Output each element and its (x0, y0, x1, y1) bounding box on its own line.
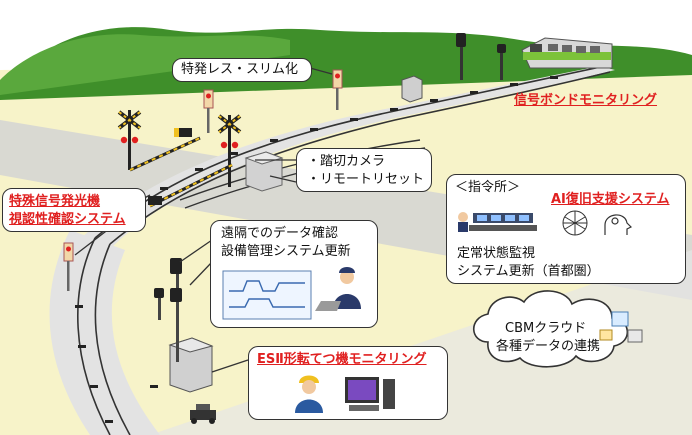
point-machine-icon (190, 404, 216, 424)
control-desk-icon (458, 212, 537, 232)
rail (94, 65, 606, 239)
rail (109, 71, 611, 245)
special-signal-icon (63, 69, 343, 291)
callout-es2-monitoring: ESⅡ形転てつ機モニタリング (248, 346, 448, 420)
signal-icon (456, 33, 506, 80)
remote-data-label-line2: 設備管理システム更新 (221, 244, 351, 259)
signal-bond-monitoring-label: 信号ボンドモニタリング (514, 93, 658, 108)
command-center-label: ＜指令所＞ (455, 180, 521, 195)
callout-crossing: ・踏切カメラ ・リモートリセット (296, 148, 432, 192)
remote-reset-label: ・リモートリセット (307, 172, 425, 187)
ai-head-icon (604, 214, 633, 235)
trackside-signal-icon (154, 258, 182, 362)
data-window-icon (222, 270, 312, 320)
callout-command-center: ＜指令所＞ AI復旧支援システム 定常状態監視 システム更新（首都圏） (446, 174, 686, 284)
sleepers (75, 76, 558, 423)
tokuhatsu-less-label: 特発レス・スリム化 (181, 62, 299, 77)
remote-data-label-line1: 遠隔でのデータ確認 (221, 226, 339, 241)
train-icon (521, 37, 613, 69)
cloud-data-icon (599, 311, 643, 343)
steady-monitor-label-line1: 定常状態監視 (457, 246, 536, 261)
cbm-data-link-label: 各種データの連携 (496, 339, 601, 354)
callout-remote-data: 遠隔でのデータ確認 設備管理システム更新 (210, 220, 378, 328)
crossing-camera-label: ・踏切カメラ (307, 154, 386, 169)
steady-monitor-label-line2: システム更新（首都圏） (457, 264, 600, 279)
data-screen-illustration (222, 267, 361, 320)
es2-monitoring-label: ESⅡ形転てつ機モニタリング (257, 352, 427, 367)
special-signal-label-line1: 特殊信号発光機 (9, 194, 101, 209)
operator-icon (315, 267, 361, 311)
network-icon (562, 210, 588, 236)
computer-icon (345, 377, 395, 411)
equipment-box (168, 75, 423, 393)
cbm-cloud-label: CBMクラウド (505, 321, 587, 336)
callout-tokuhatsu-less: 特発レス・スリム化 (172, 58, 312, 82)
railroad-crossing-icon (117, 110, 242, 208)
monitoring-illustration (295, 375, 395, 413)
special-signal-label-line2: 視認性確認システム (9, 212, 126, 227)
ai-recovery-label: AI復旧支援システム (551, 192, 670, 207)
callout-special-signal: 特殊信号発光機 視認性確認システム (2, 188, 146, 232)
worker-icon (295, 375, 323, 413)
command-center-illustration (458, 210, 633, 236)
